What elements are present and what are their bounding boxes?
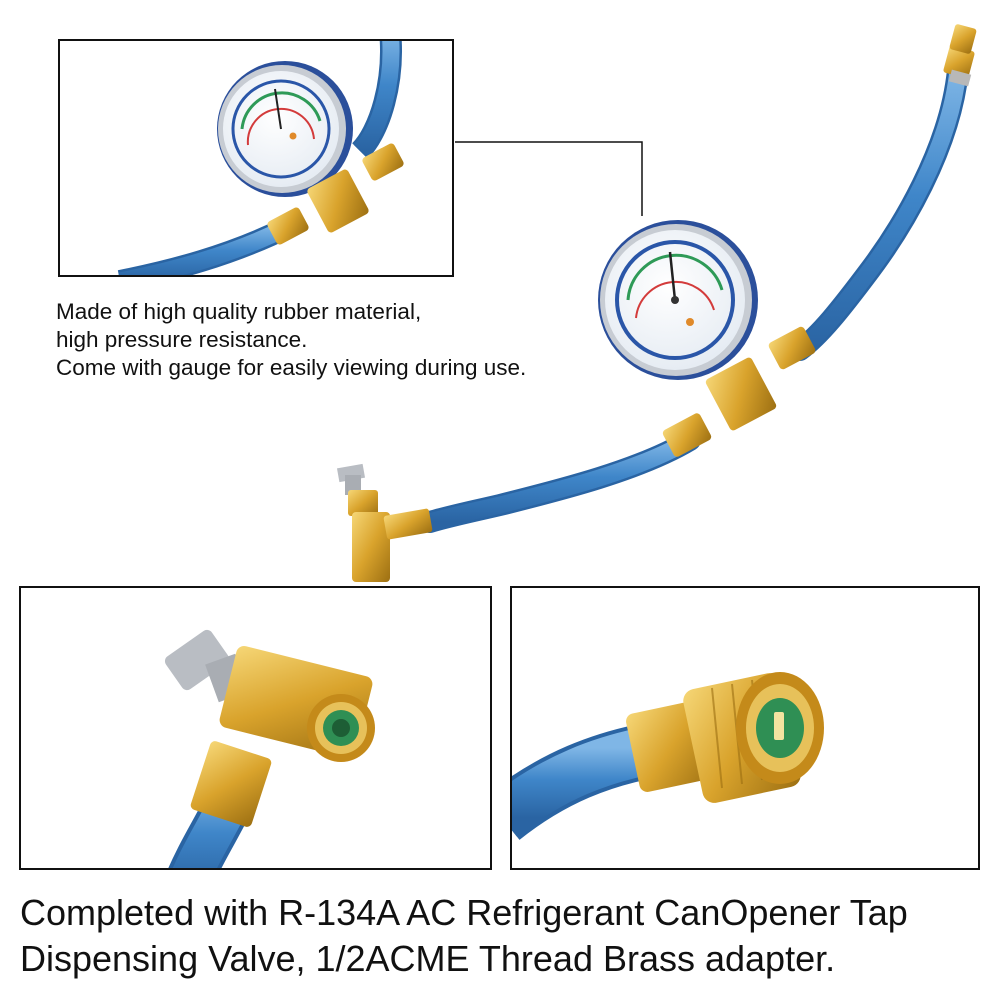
tee-brass-fitting-icon	[662, 326, 816, 457]
top-brass-fitting-icon	[943, 24, 977, 87]
tap-valve-detail-inset	[19, 586, 492, 870]
description-line-2: high pressure resistance.	[56, 327, 308, 352]
description-line-1: Made of high quality rubber material,	[56, 299, 422, 324]
hose-upper	[789, 59, 969, 361]
caption-line-2: Dispensing Valve, 1/2ACME Thread Brass a…	[20, 938, 836, 979]
gauge-closeup-icon	[117, 41, 404, 275]
description-line-3: Come with gauge for easily viewing durin…	[56, 355, 527, 380]
feature-description: Made of high quality rubber material, hi…	[56, 298, 636, 382]
gauge-detail-inset	[58, 39, 454, 277]
gauge-icon	[598, 220, 758, 380]
tap-valve-icon	[336, 463, 433, 582]
tap-valve-closeup-icon	[164, 629, 375, 868]
caption-line-1: Completed with R-134A AC Refrigerant Can…	[20, 892, 908, 933]
callout-line	[455, 141, 643, 216]
adapter-closeup-icon	[512, 672, 824, 841]
adapter-detail-inset	[510, 586, 980, 870]
product-caption: Completed with R-134A AC Refrigerant Can…	[20, 890, 990, 982]
